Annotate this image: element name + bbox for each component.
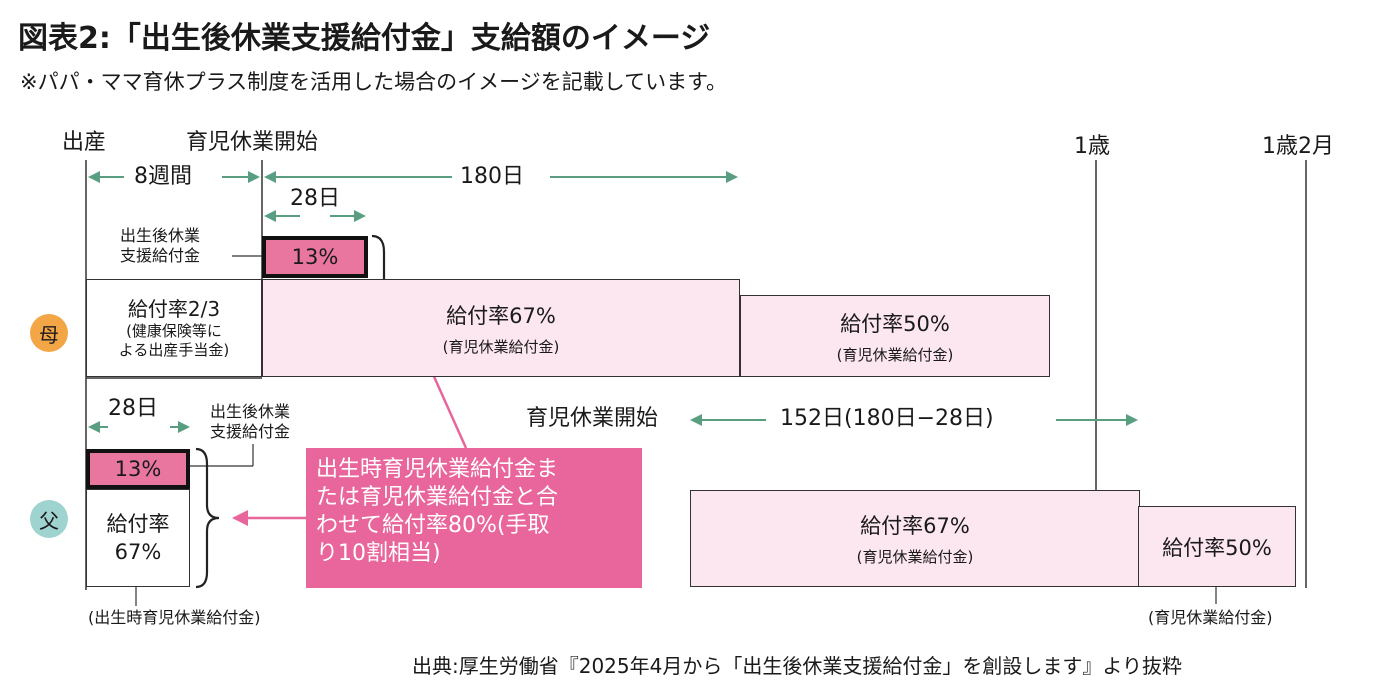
mother-badge: 母 bbox=[30, 314, 68, 352]
father-birth-rate-2: 67% bbox=[114, 540, 162, 564]
father-support-label-2: 支援給付金 bbox=[210, 422, 291, 441]
father-birth-rate-box: 給付率 67% bbox=[86, 489, 190, 587]
mother-support-rate: 13% bbox=[291, 245, 339, 269]
page-subtitle: ※パパ・ママ育休プラス制度を活用した場合のイメージを記載しています。 bbox=[20, 70, 728, 94]
weeks8-label: 8週間 bbox=[134, 164, 192, 189]
page-title: 図表2:「出生後休業支援給付金」支給額のイメージ bbox=[18, 21, 711, 56]
father-badge: 父 bbox=[30, 500, 68, 538]
mother-rate50-note: (育児休業給付金) bbox=[836, 345, 954, 364]
days28-top-label: 28日 bbox=[290, 186, 340, 211]
birth-label: 出産 bbox=[62, 130, 107, 155]
mother-rate67: 給付率67% bbox=[446, 303, 556, 328]
father-birth-rate-1: 給付率 bbox=[106, 511, 170, 536]
source-note: 出典:厚生労働省『2025年4月から「出生後休業支援給付金」を創設します』より抜… bbox=[412, 654, 1182, 678]
mother-rate67-note: (育児休業給付金) bbox=[442, 337, 560, 356]
father-birth-note: (出生時育児休業給付金) bbox=[88, 608, 261, 627]
father-rate50-note: (育児休業給付金) bbox=[1148, 608, 1273, 627]
mother-support-label-1: 出生後休業 bbox=[120, 226, 201, 245]
mother-maternity-note-1: (健康保険等に bbox=[126, 321, 222, 340]
age1-label: 1歳 bbox=[1074, 134, 1110, 159]
mother-support-rate-box: 13% bbox=[262, 236, 368, 278]
father-rate67-note: (育児休業給付金) bbox=[856, 548, 974, 566]
callout-line-4: り10割相当) bbox=[316, 541, 441, 567]
mother-rate67-box: 給付率67% (育児休業給付金) bbox=[262, 279, 740, 377]
days180-label: 180日 bbox=[460, 164, 524, 189]
mother-support-label-2: 支援給付金 bbox=[120, 246, 201, 265]
days152-label: 152日(180日−28日) bbox=[780, 406, 994, 431]
leave-start-label: 育児休業開始 bbox=[186, 130, 319, 155]
days28-father-label: 28日 bbox=[108, 396, 158, 421]
father-brace bbox=[195, 447, 220, 589]
mother-maternity-box: 給付率2/3 (健康保険等に よる出産手当金) bbox=[86, 279, 262, 377]
father-rate50-box: 給付率50% bbox=[1138, 506, 1296, 587]
father-leave-start-label: 育児休業開始 bbox=[526, 406, 659, 431]
callout-line-2: たは育児休業給付金と合 bbox=[316, 485, 559, 511]
callout-box: 出生時育児休業給付金ま たは育児休業給付金と合 わせて給付率80%(手取 り10… bbox=[306, 448, 642, 588]
father-support-label-1: 出生後休業 bbox=[210, 402, 291, 421]
mother-rate50: 給付率50% bbox=[840, 311, 950, 336]
father-support-rate: 13% bbox=[114, 457, 162, 481]
mother-maternity-rate: 給付率2/3 bbox=[127, 296, 221, 321]
mother-rate50-box: 給付率50% (育児休業給付金) bbox=[740, 295, 1050, 377]
callout-line-3: わせて給付率80%(手取 bbox=[316, 513, 550, 539]
father-support-rate-box: 13% bbox=[86, 449, 190, 489]
father-rate67: 給付率67% bbox=[860, 514, 970, 538]
callout-line-1: 出生時育児休業給付金ま bbox=[316, 457, 559, 482]
mother-maternity-note-2: よる出産手当金) bbox=[118, 341, 230, 359]
father-rate67-box: 給付率67% (育児休業給付金) bbox=[690, 490, 1140, 587]
father-rate50: 給付率50% bbox=[1162, 535, 1272, 560]
age1-2m-label: 1歳2月 bbox=[1262, 134, 1334, 159]
